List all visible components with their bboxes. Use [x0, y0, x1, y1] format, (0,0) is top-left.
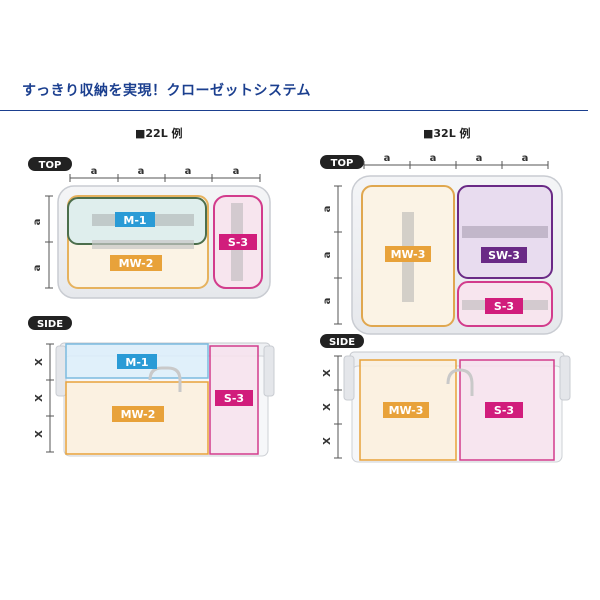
- side-tag-22l: SIDE: [28, 316, 72, 330]
- dim-a-label: a: [32, 265, 43, 272]
- s3-label: S-3: [219, 234, 257, 250]
- svg-text:TOP: TOP: [39, 160, 62, 171]
- svg-text:MW-2: MW-2: [119, 257, 154, 270]
- dim-ruler-top-32l: [363, 161, 549, 169]
- dim-a-label: a: [138, 166, 145, 177]
- dim-x-label: X: [322, 403, 333, 411]
- dim-ruler-left-22l: [45, 195, 53, 289]
- svg-text:SIDE: SIDE: [329, 337, 355, 348]
- title-divider: [0, 110, 588, 111]
- mw3-label-side: MW-3: [383, 402, 429, 418]
- svg-text:TOP: TOP: [331, 158, 354, 169]
- dim-a-label: a: [32, 219, 43, 226]
- dim-a-label: a: [233, 166, 240, 177]
- dim-a-label: a: [476, 153, 483, 164]
- s3-label-side: S-3: [215, 390, 253, 406]
- top-tag-32l: TOP: [320, 155, 364, 169]
- s3-label-32l: S-3: [485, 298, 523, 314]
- dim-a-label: a: [322, 298, 333, 305]
- m1-label-side: M-1: [117, 354, 157, 369]
- svg-text:MW-3: MW-3: [389, 404, 424, 417]
- dim-ruler-side-22l: [46, 343, 54, 453]
- svg-text:S-3: S-3: [224, 392, 244, 405]
- sw3-label: SW-3: [481, 247, 527, 263]
- svg-text:M-1: M-1: [123, 214, 146, 227]
- mw2-handle: [92, 240, 194, 249]
- mw3-label: MW-3: [385, 246, 431, 262]
- svg-text:MW-3: MW-3: [391, 248, 426, 261]
- dim-ruler-left-32l: [334, 185, 342, 325]
- s3-label-side-32l: S-3: [485, 402, 523, 418]
- top-tag-22l: TOP: [28, 157, 72, 171]
- dim-x-label: X: [34, 358, 45, 366]
- mw2-label-side: MW-2: [112, 406, 164, 422]
- sw3-handle: [462, 226, 548, 238]
- dim-a-label: a: [185, 166, 192, 177]
- latch-handle: [446, 368, 474, 396]
- heading-32l: ■32L 例: [423, 126, 471, 140]
- svg-text:S-3: S-3: [228, 236, 248, 249]
- dim-a-label: a: [322, 252, 333, 259]
- dim-ruler-top-22l: [69, 174, 261, 182]
- m1-label: M-1: [115, 212, 155, 227]
- dim-x-label: X: [34, 394, 45, 402]
- svg-text:SIDE: SIDE: [37, 319, 63, 330]
- dim-a-label: a: [91, 166, 98, 177]
- side-tag-32l: SIDE: [320, 334, 364, 348]
- svg-text:S-3: S-3: [494, 300, 514, 313]
- mw2-label: MW-2: [110, 255, 162, 271]
- svg-text:MW-2: MW-2: [121, 408, 156, 421]
- svg-text:M-1: M-1: [125, 356, 148, 369]
- dim-x-label: X: [34, 430, 45, 438]
- dim-x-label: X: [322, 369, 333, 377]
- latch-handle: [148, 366, 182, 392]
- dim-x-label: X: [322, 437, 333, 445]
- svg-text:SW-3: SW-3: [488, 249, 520, 262]
- svg-text:S-3: S-3: [494, 404, 514, 417]
- dim-a-label: a: [384, 153, 391, 164]
- dim-ruler-side-32l: [334, 355, 342, 459]
- dim-a-label: a: [430, 153, 437, 164]
- heading-22l: ■22L 例: [135, 126, 183, 140]
- dim-a-label: a: [322, 206, 333, 213]
- page-title: すっきり収納を実現！クローゼットシステム: [22, 83, 312, 99]
- dim-a-label: a: [522, 153, 529, 164]
